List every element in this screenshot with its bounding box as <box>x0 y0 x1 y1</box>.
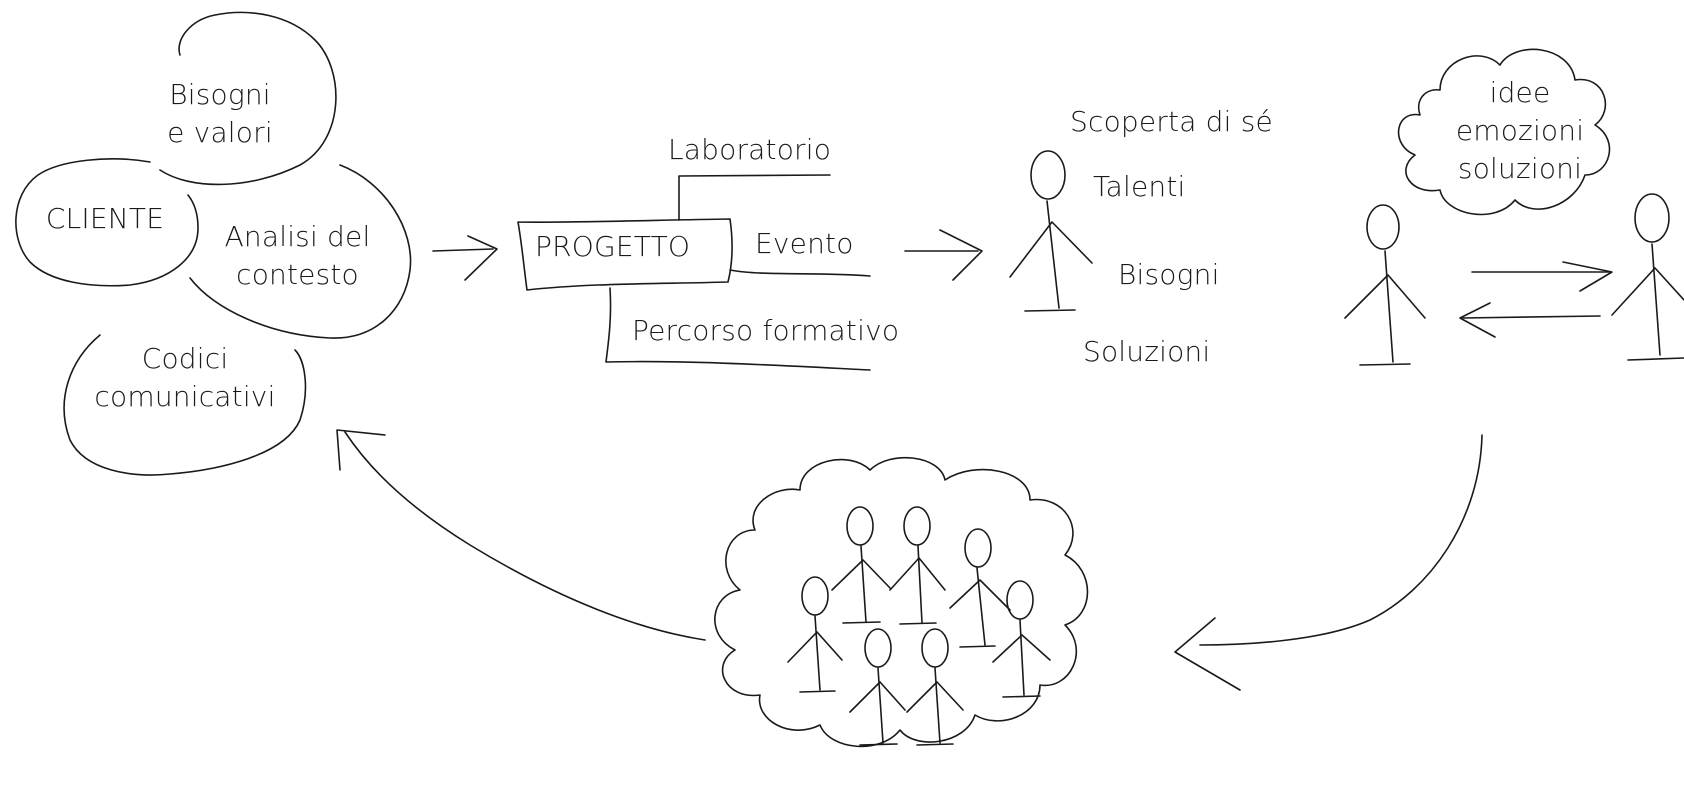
exchange-person-right-body <box>1651 243 1661 356</box>
exchange-person-right-arms <box>1611 267 1684 316</box>
label-evento: Evento <box>755 227 854 260</box>
person-ground <box>1024 309 1076 312</box>
label-soluzioni: Soluzioni <box>1083 335 1211 368</box>
label-analisi-line-1: Analisi del <box>224 220 371 253</box>
return-arrow-right-head <box>1174 617 1241 691</box>
crowd-figure-6 <box>849 628 906 746</box>
label-laboratorio: Laboratorio <box>668 133 832 166</box>
exchange-person-left-body <box>1384 250 1394 363</box>
label-thought-soluzioni: soluzioni <box>1457 152 1583 185</box>
thought-cloud <box>1397 48 1611 216</box>
label-analisi-line-2: contesto <box>236 258 359 291</box>
label-bisogni-valori-line-2: e valori <box>167 116 273 149</box>
arrow-project-to-person-head <box>939 229 983 281</box>
label-analisi: Analisi del contesto <box>210 218 385 294</box>
label-percorso-formativo: Percorso formativo <box>632 314 900 347</box>
crowd-figure-2 <box>889 506 946 625</box>
exchange-person-left-ground <box>1359 363 1411 366</box>
exchange-person-right-ground <box>1627 357 1684 361</box>
label-thought-emozioni: emozioni <box>1455 114 1585 147</box>
label-cliente: CLIENTE <box>30 200 180 238</box>
label-thought-idee: idee <box>1489 76 1551 109</box>
return-arrow-right-shaft <box>1199 434 1483 646</box>
bubble-analisi <box>189 164 412 339</box>
bubble-cliente <box>15 158 199 287</box>
crowd-figure-3 <box>949 528 1011 648</box>
exchange-arrow-right-head <box>1562 261 1613 292</box>
crowd-figure-5 <box>992 580 1051 698</box>
person-body <box>1046 200 1060 309</box>
branch-evento <box>729 269 871 277</box>
return-arrow-left-shaft <box>344 431 706 641</box>
label-bisogni-valori-line-1: Bisogni <box>169 78 271 111</box>
label-bisogni-valori: Bisogni e valori <box>155 76 285 152</box>
exchange-person-left-arms <box>1344 274 1426 319</box>
label-bisogni: Bisogni <box>1118 258 1220 291</box>
label-codici-line-2: comunicativi <box>94 380 276 413</box>
crowd-figure-4 <box>787 576 843 693</box>
label-scoperta-di-se: Scoperta di sé <box>1070 105 1273 138</box>
person-head <box>1030 150 1066 200</box>
exchange-person-left-head <box>1366 204 1400 250</box>
person-arms <box>1009 221 1093 278</box>
crowd-figure-1 <box>831 506 891 624</box>
exchange-arrow-left-shaft <box>1462 315 1601 319</box>
label-thought-cloud: idee emozioni soluzioni <box>1435 74 1605 188</box>
label-talenti: Talenti <box>1093 170 1186 203</box>
exchange-arrow-left-head <box>1459 302 1496 338</box>
branch-laboratorio <box>678 174 831 221</box>
branch-percorso <box>605 287 871 371</box>
arrow-client-to-project-shaft <box>432 248 494 252</box>
label-codici-line-1: Codici <box>141 342 229 375</box>
label-cliente-text: CLIENTE <box>45 202 165 235</box>
return-arrow-left-head <box>336 429 386 471</box>
crowd-cloud <box>714 456 1089 748</box>
bubble-codici <box>63 334 307 476</box>
label-progetto: PROGETTO <box>535 230 691 263</box>
arrow-client-to-project-head <box>464 235 498 281</box>
exchange-person-right-head <box>1634 193 1670 243</box>
label-codici: Codici comunicativi <box>85 340 285 416</box>
crowd-figure-7 <box>906 628 964 746</box>
bubble-bisogni-valori <box>159 11 337 186</box>
project-box <box>517 218 733 291</box>
